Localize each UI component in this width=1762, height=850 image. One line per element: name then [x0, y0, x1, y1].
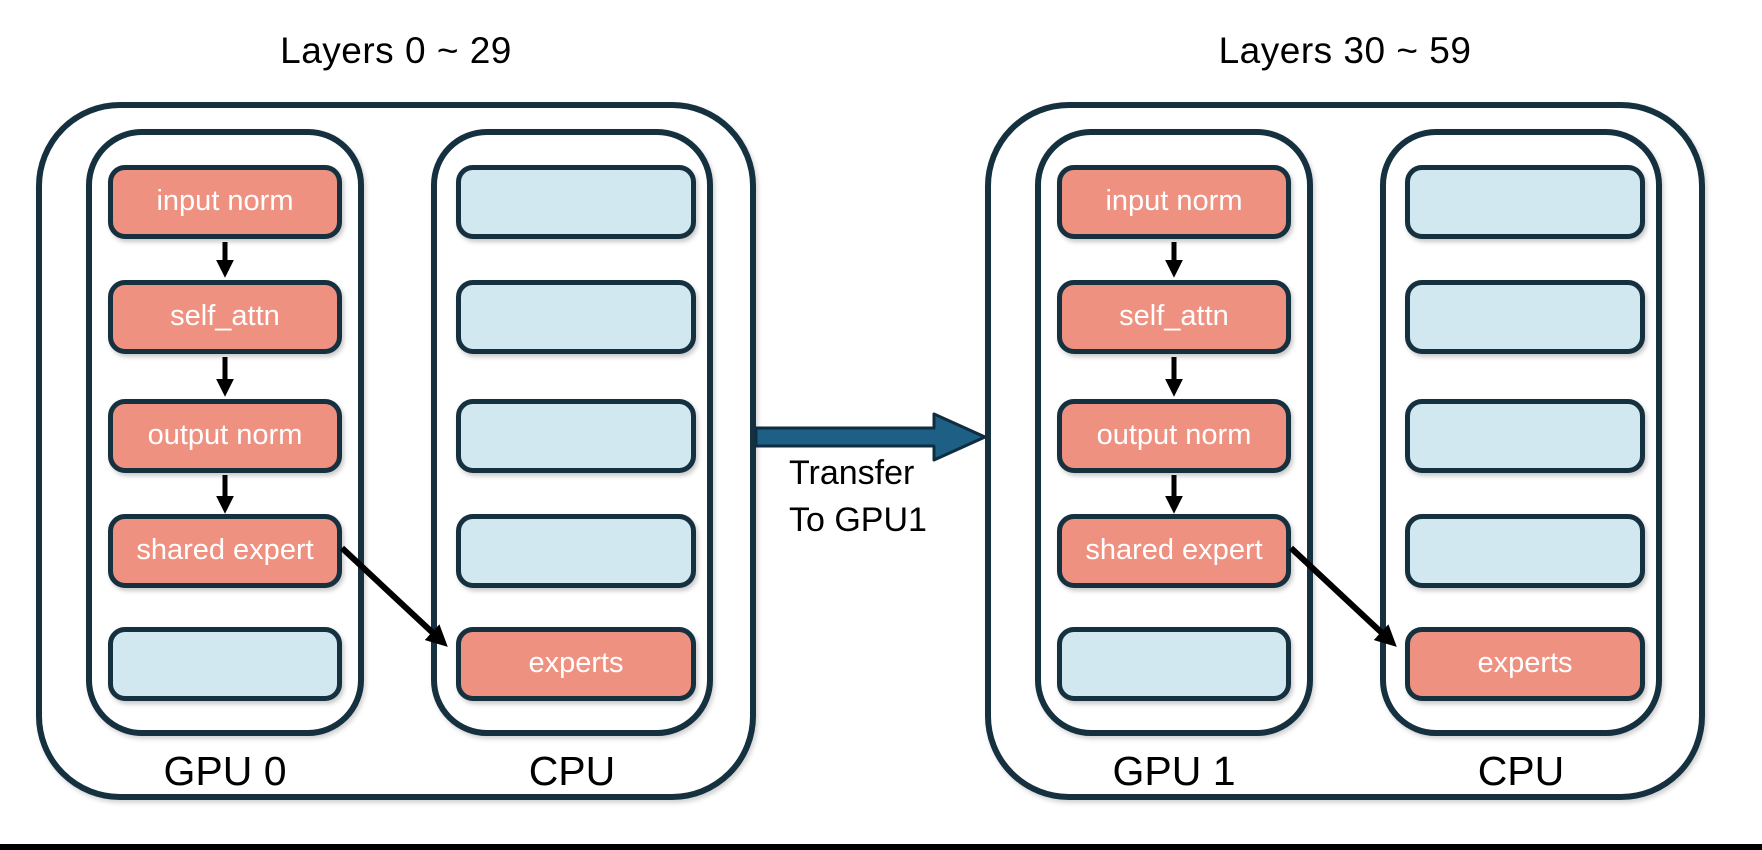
gpu0-empty-box	[108, 627, 342, 701]
layer-group-left: Layers 0 ~ 29 input norm self_attn outpu…	[36, 0, 756, 850]
cpu-left-experts-box: experts	[456, 627, 696, 701]
slide-bottom-border	[0, 844, 1762, 850]
group-title-left: Layers 0 ~ 29	[280, 30, 512, 71]
layer-group-right: Layers 30 ~ 59 input norm self_attn outp…	[985, 0, 1705, 850]
box-label: shared expert	[136, 534, 314, 566]
gpu0-shared-expert-box: shared expert	[108, 514, 342, 588]
cpu-left-empty-box-3	[456, 399, 696, 473]
box-label: experts	[528, 647, 624, 679]
cpu-right-experts-box: experts	[1405, 627, 1645, 701]
transfer-label: Transfer To GPU1	[789, 450, 927, 544]
gpu1-shared-expert-box: shared expert	[1057, 514, 1291, 588]
gpu1-self-attn-box: self_attn	[1057, 280, 1291, 354]
box-label: self_attn	[170, 300, 280, 332]
cpu-label-left: CPU	[528, 748, 616, 794]
box-label: experts	[1477, 647, 1573, 679]
cpu-left-empty-box-4	[456, 514, 696, 588]
gpu1-input-norm-box: input norm	[1057, 165, 1291, 239]
cpu-left-empty-box-1	[456, 165, 696, 239]
group-title-right: Layers 30 ~ 59	[1218, 30, 1472, 71]
cpu-label-right: CPU	[1477, 748, 1565, 794]
gpu0-self-attn-box: self_attn	[108, 280, 342, 354]
box-label: shared expert	[1085, 534, 1263, 566]
gpu1-output-norm-box: output norm	[1057, 399, 1291, 473]
gpu1-label: GPU 1	[1112, 748, 1236, 794]
transfer-label-line2: To GPU1	[789, 501, 927, 539]
transfer-arrow-icon	[754, 412, 987, 462]
gpu0-input-norm-box: input norm	[108, 165, 342, 239]
box-label: self_attn	[1119, 300, 1229, 332]
cpu-left-empty-box-2	[456, 280, 696, 354]
box-label: input norm	[156, 185, 294, 217]
box-label: output norm	[1096, 419, 1252, 451]
gpu1-empty-box	[1057, 627, 1291, 701]
cpu-right-empty-box-1	[1405, 165, 1645, 239]
gpu0-label: GPU 0	[163, 748, 287, 794]
cpu-right-empty-box-2	[1405, 280, 1645, 354]
cpu-right-empty-box-3	[1405, 399, 1645, 473]
transfer-label-line1: Transfer	[789, 454, 915, 492]
gpu0-output-norm-box: output norm	[108, 399, 342, 473]
box-label: input norm	[1105, 185, 1243, 217]
box-label: output norm	[147, 419, 303, 451]
cpu-right-empty-box-4	[1405, 514, 1645, 588]
